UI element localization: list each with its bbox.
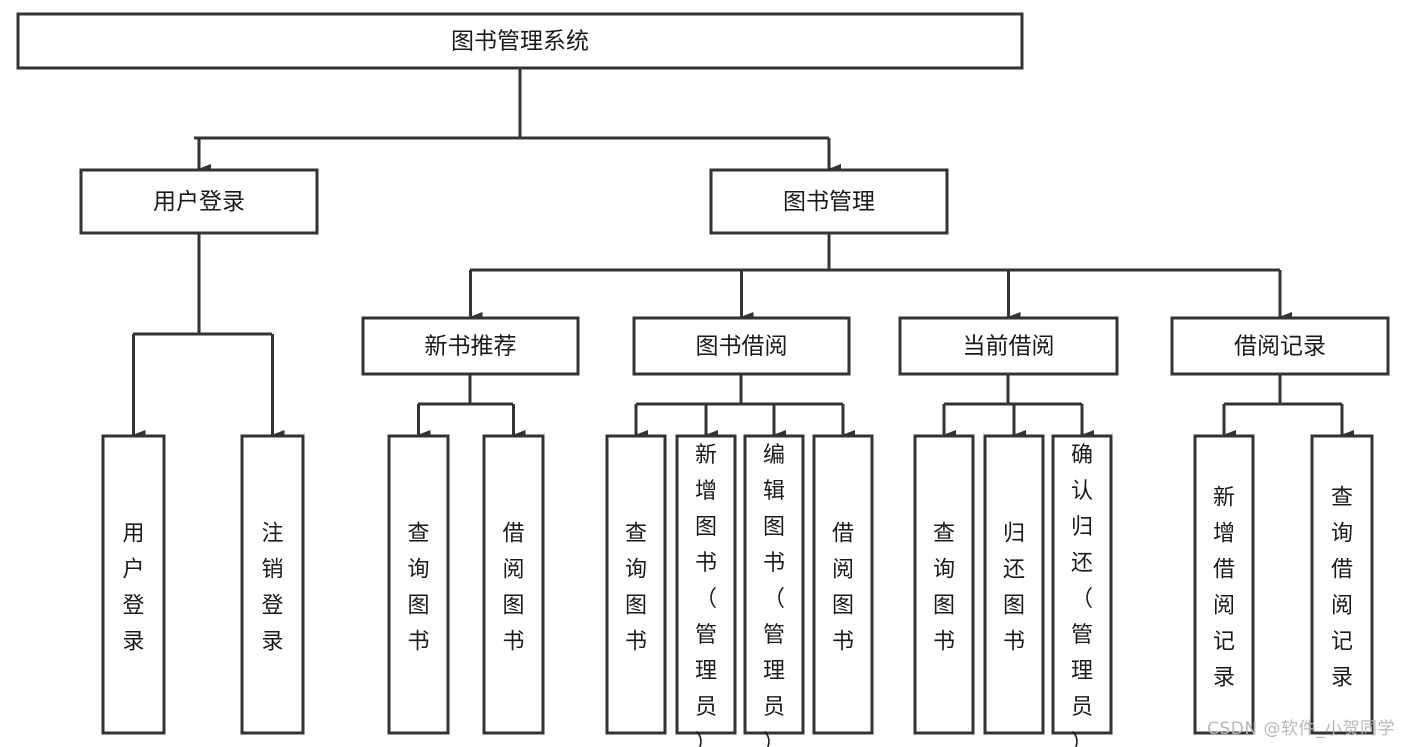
leaf-node-leaf-query-book-1-box[interactable] xyxy=(387,434,450,735)
leaf-node-leaf-query-book-3-label: 查询图书 xyxy=(933,522,955,655)
level3-node-current-borrow[interactable]: 当前借阅 xyxy=(898,316,1119,376)
leaf-node-leaf-query-borrow-record-label: 查询借阅记录 xyxy=(1331,486,1353,691)
level2-node-user-login-box[interactable] xyxy=(79,168,319,235)
node-layer: 图书管理系统用户登录图书管理新书推荐图书借阅当前借阅借阅记录用户登录注销登录查询… xyxy=(16,12,1390,747)
leaf-node-leaf-user-login[interactable]: 用户登录 xyxy=(101,434,166,735)
leaf-node-leaf-add-borrow-record-label: 新增借阅记录 xyxy=(1213,486,1235,691)
leaf-node-leaf-return-book[interactable]: 归还图书 xyxy=(983,434,1045,735)
leaf-node-leaf-return-book-box[interactable] xyxy=(983,434,1045,735)
level3-node-new-book-recommend-box[interactable] xyxy=(361,316,580,376)
leaf-node-leaf-query-book-2-box[interactable] xyxy=(605,434,667,735)
leaf-node-leaf-query-book-1[interactable]: 查询图书 xyxy=(387,434,450,735)
leaf-node-leaf-query-book-1-label: 查询图书 xyxy=(407,522,429,655)
root-node-book-management-system[interactable]: 图书管理系统 xyxy=(16,12,1024,70)
leaf-node-leaf-query-borrow-record-box[interactable] xyxy=(1310,434,1374,735)
leaf-node-leaf-user-login-label: 用户登录 xyxy=(122,522,144,655)
leaf-node-leaf-confirm-return-admin[interactable]: 确认归还（管理员） xyxy=(1051,434,1113,747)
level3-node-new-book-recommend-label: 新书推荐 xyxy=(425,334,517,360)
leaf-node-leaf-add-borrow-record[interactable]: 新增借阅记录 xyxy=(1193,434,1255,735)
leaf-node-leaf-confirm-return-admin-box[interactable] xyxy=(1051,434,1113,735)
level2-node-book-manage[interactable]: 图书管理 xyxy=(709,168,949,235)
leaf-node-leaf-query-book-2[interactable]: 查询图书 xyxy=(605,434,667,735)
leaf-node-leaf-borrow-book-2-label: 借阅图书 xyxy=(832,522,854,655)
leaf-node-leaf-add-borrow-record-box[interactable] xyxy=(1193,434,1255,735)
leaf-node-leaf-edit-book-admin-label: 编辑图书（管理员） xyxy=(763,443,785,747)
leaf-node-leaf-edit-book-admin[interactable]: 编辑图书（管理员） xyxy=(743,434,805,747)
leaf-node-leaf-return-book-label: 归还图书 xyxy=(1003,522,1025,655)
leaf-node-leaf-logout-login-label: 注销登录 xyxy=(261,522,283,655)
leaf-node-leaf-query-book-2-label: 查询图书 xyxy=(625,522,647,655)
leaf-node-leaf-edit-book-admin-box[interactable] xyxy=(743,434,805,735)
level3-node-borrow-record-box[interactable] xyxy=(1170,316,1390,376)
level3-node-current-borrow-box[interactable] xyxy=(898,316,1119,376)
leaf-node-leaf-borrow-book-1-box[interactable] xyxy=(482,434,545,735)
level3-node-borrow-record-label: 借阅记录 xyxy=(1234,334,1326,360)
level2-node-book-manage-label: 图书管理 xyxy=(783,189,875,215)
leaf-node-leaf-borrow-book-1-label: 借阅图书 xyxy=(502,522,524,655)
leaf-node-leaf-borrow-book-2-box[interactable] xyxy=(812,434,874,735)
level2-node-user-login-label: 用户登录 xyxy=(153,189,245,215)
leaf-node-leaf-logout-login-box[interactable] xyxy=(240,434,305,735)
leaf-node-leaf-add-book-admin-box[interactable] xyxy=(675,434,737,735)
leaf-node-leaf-logout-login[interactable]: 注销登录 xyxy=(240,434,305,735)
leaf-node-leaf-add-book-admin[interactable]: 新增图书（管理员） xyxy=(675,434,737,747)
level3-node-book-borrow[interactable]: 图书借阅 xyxy=(632,316,851,376)
level3-node-book-borrow-label: 图书借阅 xyxy=(696,334,788,360)
level3-node-current-borrow-label: 当前借阅 xyxy=(963,334,1055,360)
level3-node-borrow-record[interactable]: 借阅记录 xyxy=(1170,316,1390,376)
leaf-node-leaf-borrow-book-2[interactable]: 借阅图书 xyxy=(812,434,874,735)
level2-node-book-manage-box[interactable] xyxy=(709,168,949,235)
leaf-node-leaf-query-borrow-record[interactable]: 查询借阅记录 xyxy=(1310,434,1374,735)
leaf-node-leaf-query-book-3[interactable]: 查询图书 xyxy=(913,434,975,735)
connector-layer xyxy=(132,68,1354,440)
level3-node-book-borrow-box[interactable] xyxy=(632,316,851,376)
leaf-node-leaf-user-login-box[interactable] xyxy=(101,434,166,735)
leaf-node-leaf-query-book-3-box[interactable] xyxy=(913,434,975,735)
root-node-book-management-system-label: 图书管理系统 xyxy=(451,29,589,55)
level3-node-new-book-recommend[interactable]: 新书推荐 xyxy=(361,316,580,376)
leaf-node-leaf-add-book-admin-label: 新增图书（管理员） xyxy=(695,443,717,747)
level2-node-user-login[interactable]: 用户登录 xyxy=(79,168,319,235)
leaf-node-leaf-borrow-book-1[interactable]: 借阅图书 xyxy=(482,434,545,735)
root-node-book-management-system-box[interactable] xyxy=(16,12,1024,70)
leaf-node-leaf-confirm-return-admin-label: 确认归还（管理员） xyxy=(1071,443,1093,747)
